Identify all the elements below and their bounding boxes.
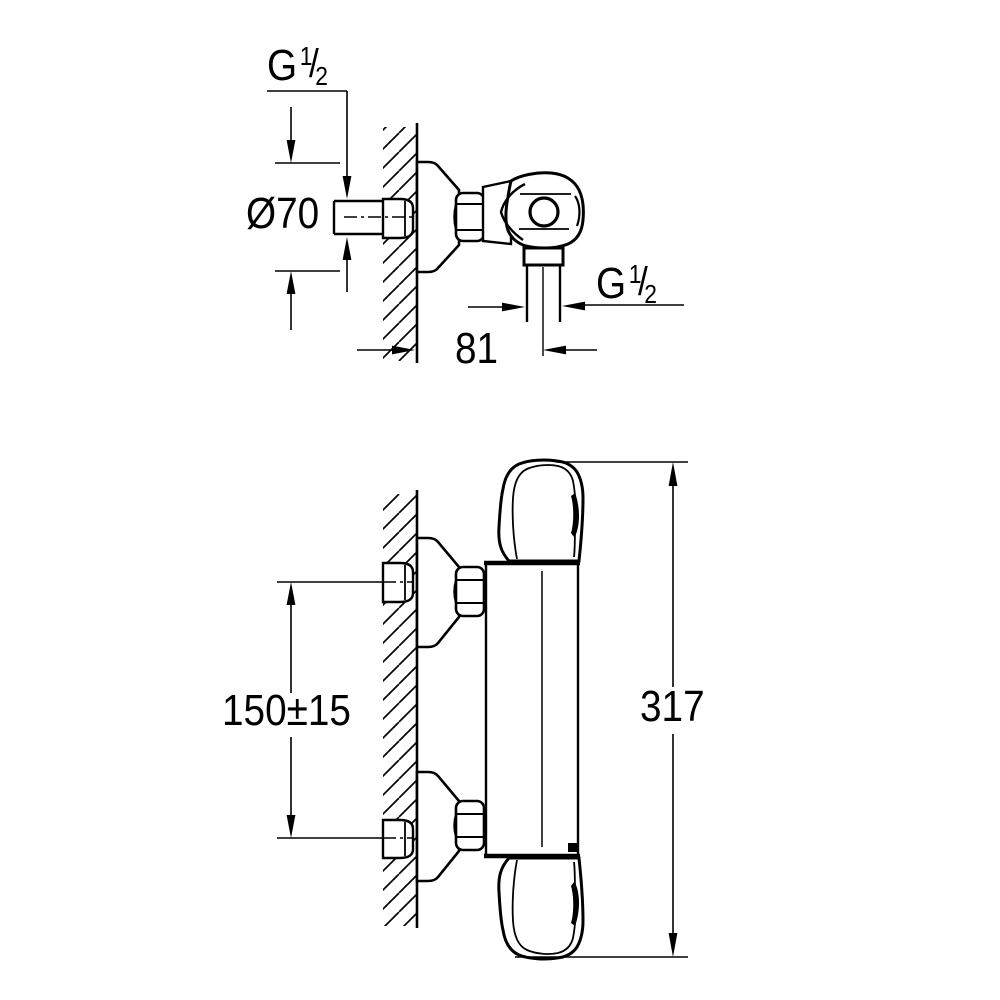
handle-grip-mark-top bbox=[571, 493, 579, 537]
escutcheon-cone-upper bbox=[415, 160, 461, 274]
handle-side-seam bbox=[574, 195, 581, 227]
escutcheon-diameter-value: Ø70 bbox=[246, 189, 320, 238]
dimensions-lower bbox=[277, 461, 688, 958]
wall-socket-nut-upper bbox=[381, 197, 415, 240]
escutcheon-cone-bottom bbox=[415, 770, 461, 883]
label-connection-spacing: 150±15 bbox=[222, 689, 351, 733]
handle-cap-screw bbox=[528, 196, 560, 228]
overall-height-value: 317 bbox=[640, 682, 705, 731]
valve-body-upper bbox=[481, 171, 585, 250]
dimensions-upper bbox=[267, 90, 684, 355]
wall-socket-nut-bottom bbox=[381, 818, 415, 860]
dim-leader-inlet-thread bbox=[267, 90, 348, 177]
lower-view bbox=[277, 458, 688, 961]
wall-hatch-upper bbox=[383, 127, 416, 361]
union-nut-top bbox=[453, 565, 487, 618]
label-overall-height: 317 bbox=[640, 685, 705, 729]
union-nut-bottom bbox=[453, 799, 487, 852]
outlet-thread-denominator: 2 bbox=[644, 279, 657, 309]
inlet-pipe bbox=[332, 199, 383, 236]
handle-knob-bottom bbox=[497, 856, 585, 961]
thermostat-body bbox=[484, 560, 580, 859]
handle-face-curve bbox=[499, 182, 526, 241]
outlet-thread-prefix: G bbox=[596, 259, 627, 308]
inlet-thread-numerator: 1 bbox=[299, 41, 313, 71]
wall-section-upper bbox=[383, 123, 419, 363]
handle-grip-mark-bottom bbox=[571, 882, 579, 926]
inlet-connection-upper bbox=[332, 197, 460, 240]
upper-view bbox=[267, 90, 684, 363]
inlet-thread-slash: / bbox=[308, 42, 319, 86]
inlet-thread-denominator: 2 bbox=[315, 61, 328, 91]
escutcheon-cone-top bbox=[415, 536, 461, 649]
dim-ext-connection-spacing bbox=[277, 581, 382, 839]
outlet-thread-slash: / bbox=[637, 260, 648, 304]
handle-knob-top bbox=[497, 458, 585, 563]
outlet-to-wall-value: 81 bbox=[455, 324, 499, 373]
wall-section-lower bbox=[383, 490, 419, 928]
label-escutcheon-diameter: Ø70 bbox=[246, 192, 319, 236]
outlet-upper bbox=[522, 246, 565, 356]
wall-socket-nut-top bbox=[381, 561, 415, 604]
wall-hatch-lower bbox=[383, 494, 416, 926]
body-flange-upper bbox=[481, 179, 513, 246]
outlet-thread-numerator: 1 bbox=[628, 259, 642, 289]
connection-spacing-value: 150±15 bbox=[222, 686, 351, 735]
body-port-mark bbox=[568, 843, 577, 852]
inlet-thread-prefix: G bbox=[267, 41, 298, 90]
union-nut-upper bbox=[453, 191, 487, 243]
outlet-ring-nut bbox=[522, 246, 565, 267]
label-outlet-to-wall: 81 bbox=[455, 327, 498, 371]
dim-ext-escutcheon bbox=[275, 162, 340, 272]
outlet-pipe bbox=[525, 265, 562, 322]
dim-ext-overall-height bbox=[515, 461, 688, 958]
